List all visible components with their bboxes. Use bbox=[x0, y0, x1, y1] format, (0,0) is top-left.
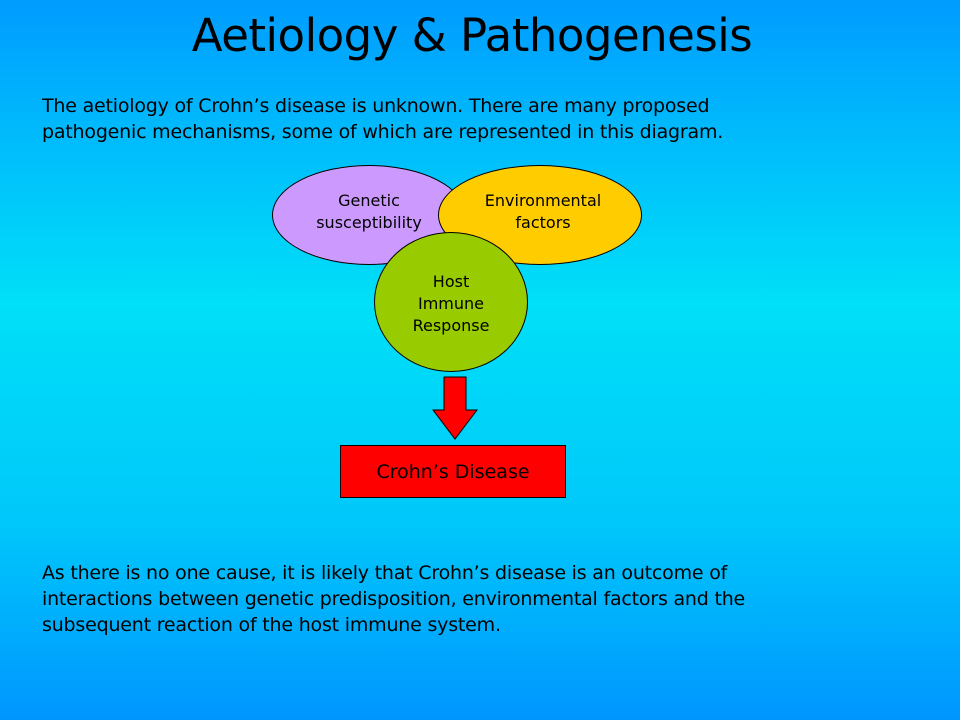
conclusion-line: As there is no one cause, it is likely t… bbox=[42, 562, 728, 584]
genetic-label-line: Genetic bbox=[338, 191, 400, 210]
crohns-disease-box: Crohn’s Disease bbox=[340, 445, 566, 498]
crohns-disease-label: Crohn’s Disease bbox=[376, 460, 530, 483]
conclusion-paragraph: As there is no one cause, it is likely t… bbox=[42, 560, 902, 638]
intro-paragraph: The aetiology of Crohn’s disease is unkn… bbox=[42, 93, 902, 145]
intro-line: pathogenic mechanisms, some of which are… bbox=[42, 121, 724, 143]
intro-line: The aetiology of Crohn’s disease is unkn… bbox=[42, 95, 710, 117]
environmental-label-line: Environmental bbox=[484, 191, 602, 210]
conclusion-line: subsequent reaction of the host immune s… bbox=[42, 614, 501, 636]
host-label-line: Host bbox=[432, 272, 470, 291]
environmental-label-line: factors bbox=[515, 213, 571, 232]
down-arrow-icon bbox=[432, 376, 478, 440]
host-label-line: Response bbox=[412, 316, 490, 335]
genetic-susceptibility-ellipse: Genetic susceptibility bbox=[272, 165, 466, 265]
host-label-line: Immune bbox=[417, 294, 484, 313]
host-immune-response-ellipse: Host Immune Response bbox=[374, 232, 528, 372]
genetic-label-line: susceptibility bbox=[316, 213, 422, 232]
conclusion-line: interactions between genetic predisposit… bbox=[42, 588, 746, 610]
slide-title: Aetiology & Pathogenesis bbox=[191, 9, 753, 62]
